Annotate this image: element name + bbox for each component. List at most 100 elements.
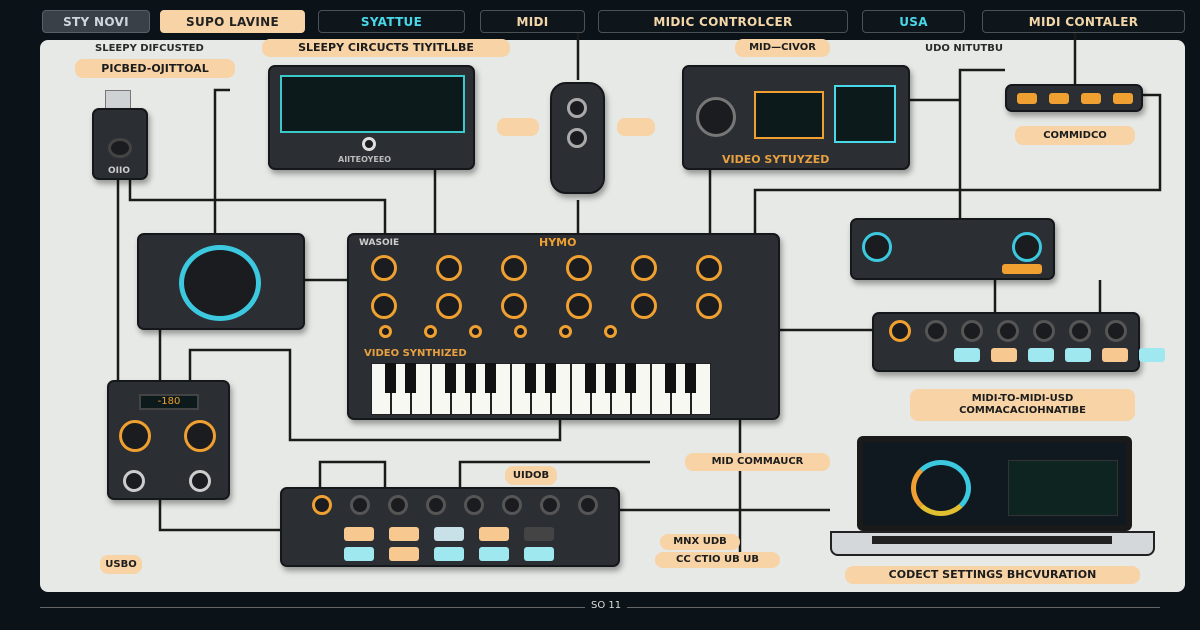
- drum-pad[interactable]: [434, 527, 464, 541]
- black-key[interactable]: [545, 363, 556, 393]
- label-sleepy-circuits: SLEEPY CIRCUCTS TIYITLLBE: [262, 39, 510, 57]
- knob[interactable]: [578, 495, 598, 515]
- knob[interactable]: [379, 325, 392, 338]
- knob[interactable]: [514, 325, 527, 338]
- device-label: AIITEOYEEO: [338, 155, 392, 164]
- label-usbo: USBO: [100, 555, 142, 574]
- knob[interactable]: [889, 320, 911, 342]
- knob[interactable]: [961, 320, 983, 342]
- black-key[interactable]: [445, 363, 456, 393]
- led-button[interactable]: [1002, 264, 1042, 274]
- knob[interactable]: [604, 325, 617, 338]
- black-key[interactable]: [605, 363, 616, 393]
- synth-display: [754, 91, 824, 139]
- knob[interactable]: [108, 138, 132, 158]
- synth-title: HYMO: [539, 236, 577, 249]
- knob[interactable]: [696, 97, 736, 137]
- drum-pad[interactable]: [389, 547, 419, 561]
- led-button[interactable]: [1113, 93, 1133, 104]
- label-mid-civor: MID—CIVOR: [735, 39, 830, 57]
- knob[interactable]: [997, 320, 1019, 342]
- knob[interactable]: [371, 255, 397, 281]
- black-key[interactable]: [465, 363, 476, 393]
- drum-pad[interactable]: [389, 527, 419, 541]
- port-icon: [567, 128, 587, 148]
- label-mnx-udb: MNX UDB: [660, 534, 740, 550]
- drum-pad[interactable]: [1065, 348, 1091, 362]
- tab-midi-contaler[interactable]: MIDI CONTALER: [982, 10, 1185, 33]
- screen-display: [280, 75, 465, 133]
- knob[interactable]: [426, 495, 446, 515]
- knob[interactable]: [1012, 232, 1042, 262]
- black-key[interactable]: [525, 363, 536, 393]
- device-label: VIDEO SYTUYZED: [722, 153, 830, 166]
- knob[interactable]: [184, 420, 216, 452]
- inline-midi-adapter: [550, 82, 605, 194]
- tab-midi[interactable]: MIDI: [480, 10, 585, 33]
- drum-pad[interactable]: [344, 547, 374, 561]
- knob[interactable]: [566, 293, 592, 319]
- black-key[interactable]: [685, 363, 696, 393]
- pad-controller-right: [872, 312, 1165, 372]
- knob[interactable]: [388, 495, 408, 515]
- led-button[interactable]: [1049, 93, 1069, 104]
- black-key[interactable]: [625, 363, 636, 393]
- knob[interactable]: [696, 293, 722, 319]
- drum-pad[interactable]: [524, 547, 554, 561]
- drum-pad[interactable]: [479, 547, 509, 561]
- drum-pad[interactable]: [1028, 348, 1054, 362]
- knob[interactable]: [119, 420, 151, 452]
- tab-midic-controlcer[interactable]: MIDIC CONTROLCER: [598, 10, 848, 33]
- midi-thru-box: [1005, 84, 1143, 112]
- synth-display: [834, 85, 896, 143]
- knob[interactable]: [312, 495, 332, 515]
- knob[interactable]: [862, 232, 892, 262]
- black-key[interactable]: [485, 363, 496, 393]
- knob[interactable]: [436, 255, 462, 281]
- led-button[interactable]: [1017, 93, 1037, 104]
- knob[interactable]: [631, 255, 657, 281]
- knob[interactable]: [371, 293, 397, 319]
- knob[interactable]: [502, 495, 522, 515]
- drum-pad[interactable]: [524, 527, 554, 541]
- knob[interactable]: [501, 255, 527, 281]
- knob[interactable]: [1033, 320, 1055, 342]
- keyboard[interactable]: [371, 363, 711, 415]
- drum-pad[interactable]: [954, 348, 980, 362]
- drum-pad[interactable]: [479, 527, 509, 541]
- knob[interactable]: [469, 325, 482, 338]
- black-key[interactable]: [385, 363, 396, 393]
- tab-usa[interactable]: USA: [862, 10, 965, 33]
- drum-pad[interactable]: [1139, 348, 1165, 362]
- knob[interactable]: [464, 495, 484, 515]
- knob[interactable]: [540, 495, 560, 515]
- black-key[interactable]: [405, 363, 416, 393]
- synth-label: VIDEO SYNTHIZED: [364, 348, 467, 359]
- tab-supo-lavine[interactable]: SUPO LAVINE: [160, 10, 305, 33]
- knob[interactable]: [424, 325, 437, 338]
- cable: [128, 180, 387, 233]
- jog-wheel[interactable]: [179, 245, 261, 321]
- tab-syattue[interactable]: SYATTUE: [318, 10, 465, 33]
- adapter-tag: [497, 118, 539, 136]
- tab-sty-novi[interactable]: STY NOVI: [42, 10, 150, 33]
- knob[interactable]: [631, 293, 657, 319]
- knob[interactable]: [566, 255, 592, 281]
- drum-pad[interactable]: [1102, 348, 1128, 362]
- knob[interactable]: [350, 495, 370, 515]
- knob[interactable]: [1105, 320, 1127, 342]
- button[interactable]: [362, 137, 376, 151]
- knob[interactable]: [696, 255, 722, 281]
- knob[interactable]: [1069, 320, 1091, 342]
- knob[interactable]: [925, 320, 947, 342]
- knob[interactable]: [436, 293, 462, 319]
- drum-pad[interactable]: [991, 348, 1017, 362]
- jog-controller: [137, 233, 305, 330]
- drum-pad[interactable]: [434, 547, 464, 561]
- knob[interactable]: [559, 325, 572, 338]
- black-key[interactable]: [665, 363, 676, 393]
- drum-pad[interactable]: [344, 527, 374, 541]
- knob[interactable]: [501, 293, 527, 319]
- led-button[interactable]: [1081, 93, 1101, 104]
- black-key[interactable]: [585, 363, 596, 393]
